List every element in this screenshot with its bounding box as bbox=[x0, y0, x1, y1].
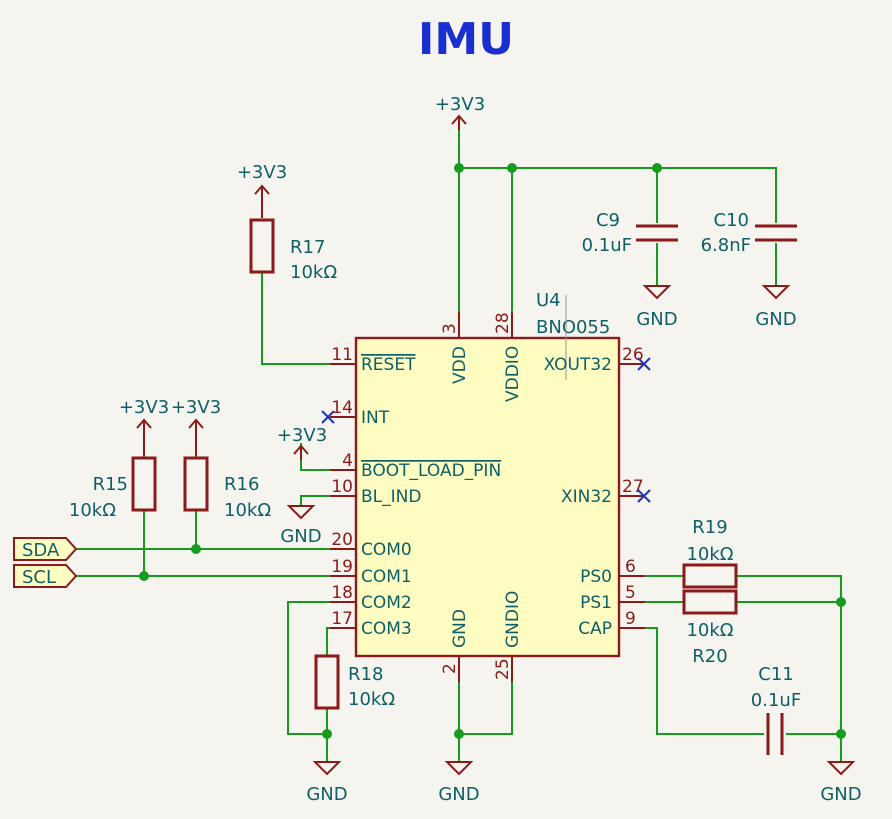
pin-num-cap: 9 bbox=[625, 609, 636, 629]
svg-text:10kΩ: 10kΩ bbox=[224, 500, 271, 521]
pin-num-reset: 11 bbox=[331, 345, 353, 365]
svg-text:GND: GND bbox=[636, 309, 677, 330]
gnd-ps: GND bbox=[820, 761, 862, 805]
svg-text:R18: R18 bbox=[348, 664, 383, 685]
svg-text:C9: C9 bbox=[596, 210, 620, 231]
power-3v3-top: +3V3 bbox=[435, 94, 485, 130]
resistor-r15: R15 10kΩ bbox=[69, 456, 157, 521]
no-connect-int bbox=[321, 410, 335, 424]
pin-name-gndio: GNDIO bbox=[503, 591, 523, 648]
pin-name-vddio: VDDIO bbox=[503, 346, 523, 402]
sheet-title: IMU bbox=[418, 14, 514, 65]
svg-text:R15: R15 bbox=[93, 474, 128, 495]
svg-text:10kΩ: 10kΩ bbox=[290, 262, 337, 283]
pin-name-blind: BL_IND bbox=[361, 487, 421, 507]
ic-ref: U4 bbox=[536, 290, 561, 311]
svg-text:R16: R16 bbox=[224, 474, 259, 495]
svg-text:+3V3: +3V3 bbox=[119, 397, 169, 418]
svg-text:R20: R20 bbox=[692, 646, 727, 667]
svg-text:R19: R19 bbox=[692, 517, 727, 538]
pin-name-reset: RESET bbox=[361, 355, 416, 375]
pin-name-xin32: XIN32 bbox=[561, 487, 612, 507]
capacitor-c11: C11 0.1uF bbox=[751, 664, 801, 755]
capacitor-c10: C10 6.8nF bbox=[701, 210, 797, 256]
svg-text:+3V3: +3V3 bbox=[277, 425, 327, 446]
svg-text:GND: GND bbox=[280, 526, 321, 547]
pin-num-boot: 4 bbox=[342, 451, 353, 471]
power-3v3-boot: +3V3 bbox=[277, 425, 327, 460]
pin-num-vddio: 28 bbox=[493, 312, 513, 334]
ic-body bbox=[354, 336, 621, 658]
resistor-r16: R16 10kΩ bbox=[183, 456, 271, 521]
pin-num-com2: 18 bbox=[331, 583, 353, 603]
pin-num-xin32: 27 bbox=[622, 477, 644, 497]
ic-value: BNO055 bbox=[536, 317, 610, 338]
power-3v3-r16: +3V3 bbox=[171, 397, 221, 456]
svg-text:SCL: SCL bbox=[22, 567, 56, 588]
svg-text:10kΩ: 10kΩ bbox=[686, 620, 733, 641]
pin-num-gndio: 25 bbox=[493, 658, 513, 680]
pin-num-ps0: 6 bbox=[625, 557, 636, 577]
svg-text:SDA: SDA bbox=[22, 540, 60, 561]
svg-text:6.8nF: 6.8nF bbox=[701, 235, 751, 256]
pin-num-int: 14 bbox=[331, 398, 353, 418]
pin-num-gnd: 2 bbox=[440, 663, 460, 674]
pin-num-xout32: 26 bbox=[622, 345, 644, 365]
pin-name-boot: BOOT_LOAD_PIN bbox=[361, 461, 501, 481]
power-3v3-r17: +3V3 bbox=[237, 162, 287, 218]
svg-text:0.1uF: 0.1uF bbox=[751, 690, 801, 711]
pin-name-ps0: PS0 bbox=[580, 567, 612, 587]
pin-name-xout32: XOUT32 bbox=[544, 355, 612, 375]
svg-text:10kΩ: 10kΩ bbox=[686, 544, 733, 565]
gnd-ic: GND bbox=[438, 761, 480, 805]
pin-num-com1: 19 bbox=[331, 557, 353, 577]
pin-name-gnd: GND bbox=[450, 609, 470, 648]
svg-text:R17: R17 bbox=[290, 237, 325, 258]
svg-text:0.1uF: 0.1uF bbox=[582, 235, 632, 256]
svg-text:GND: GND bbox=[306, 784, 347, 805]
svg-text:GND: GND bbox=[755, 309, 796, 330]
gnd-com: GND bbox=[306, 761, 348, 805]
pin-num-vdd: 3 bbox=[440, 323, 460, 334]
gnd-blind: GND bbox=[280, 505, 322, 547]
resistor-r17: R17 10kΩ bbox=[249, 218, 337, 283]
net-label-sda: SDA bbox=[13, 537, 78, 561]
gnd-c10: GND bbox=[755, 285, 797, 330]
gnd-c9: GND bbox=[636, 285, 678, 330]
net-label-scl: SCL bbox=[13, 564, 78, 588]
svg-text:GND: GND bbox=[438, 784, 479, 805]
pin-num-ps1: 5 bbox=[625, 583, 636, 603]
resistor-r19: R19 10kΩ bbox=[682, 517, 738, 589]
pin-name-com2: COM2 bbox=[361, 593, 412, 613]
capacitor-c9: C9 0.1uF bbox=[582, 210, 678, 256]
svg-text:+3V3: +3V3 bbox=[237, 162, 287, 183]
pin-num-blind: 10 bbox=[331, 477, 353, 497]
pin-name-com3: COM3 bbox=[361, 619, 412, 639]
no-connect-xout32 bbox=[637, 357, 651, 371]
svg-text:+3V3: +3V3 bbox=[171, 397, 221, 418]
no-connect-markers bbox=[321, 357, 651, 503]
no-connect-xin32 bbox=[637, 489, 651, 503]
svg-text:10kΩ: 10kΩ bbox=[348, 689, 395, 710]
ic-u4: U4 BNO055 11 14 4 10 20 19 18 17 RESE bbox=[330, 290, 645, 682]
svg-text:+3V3: +3V3 bbox=[435, 94, 485, 115]
pin-name-com0: COM0 bbox=[361, 540, 412, 560]
pin-num-com0: 20 bbox=[331, 530, 353, 550]
pin-num-com3: 17 bbox=[331, 609, 353, 629]
svg-text:GND: GND bbox=[820, 784, 861, 805]
pin-name-int: INT bbox=[361, 408, 390, 428]
pin-name-vdd: VDD bbox=[450, 346, 470, 384]
junctions bbox=[139, 163, 846, 739]
resistor-r18: R18 10kΩ bbox=[314, 654, 395, 710]
svg-text:C11: C11 bbox=[758, 664, 793, 685]
pin-name-ps1: PS1 bbox=[580, 593, 612, 613]
svg-text:C10: C10 bbox=[714, 210, 749, 231]
pin-name-cap: CAP bbox=[578, 619, 612, 639]
resistor-r20: 10kΩ R20 bbox=[682, 589, 738, 667]
power-3v3-r15: +3V3 bbox=[119, 397, 169, 456]
svg-text:10kΩ: 10kΩ bbox=[69, 500, 116, 521]
pin-name-com1: COM1 bbox=[361, 567, 412, 587]
